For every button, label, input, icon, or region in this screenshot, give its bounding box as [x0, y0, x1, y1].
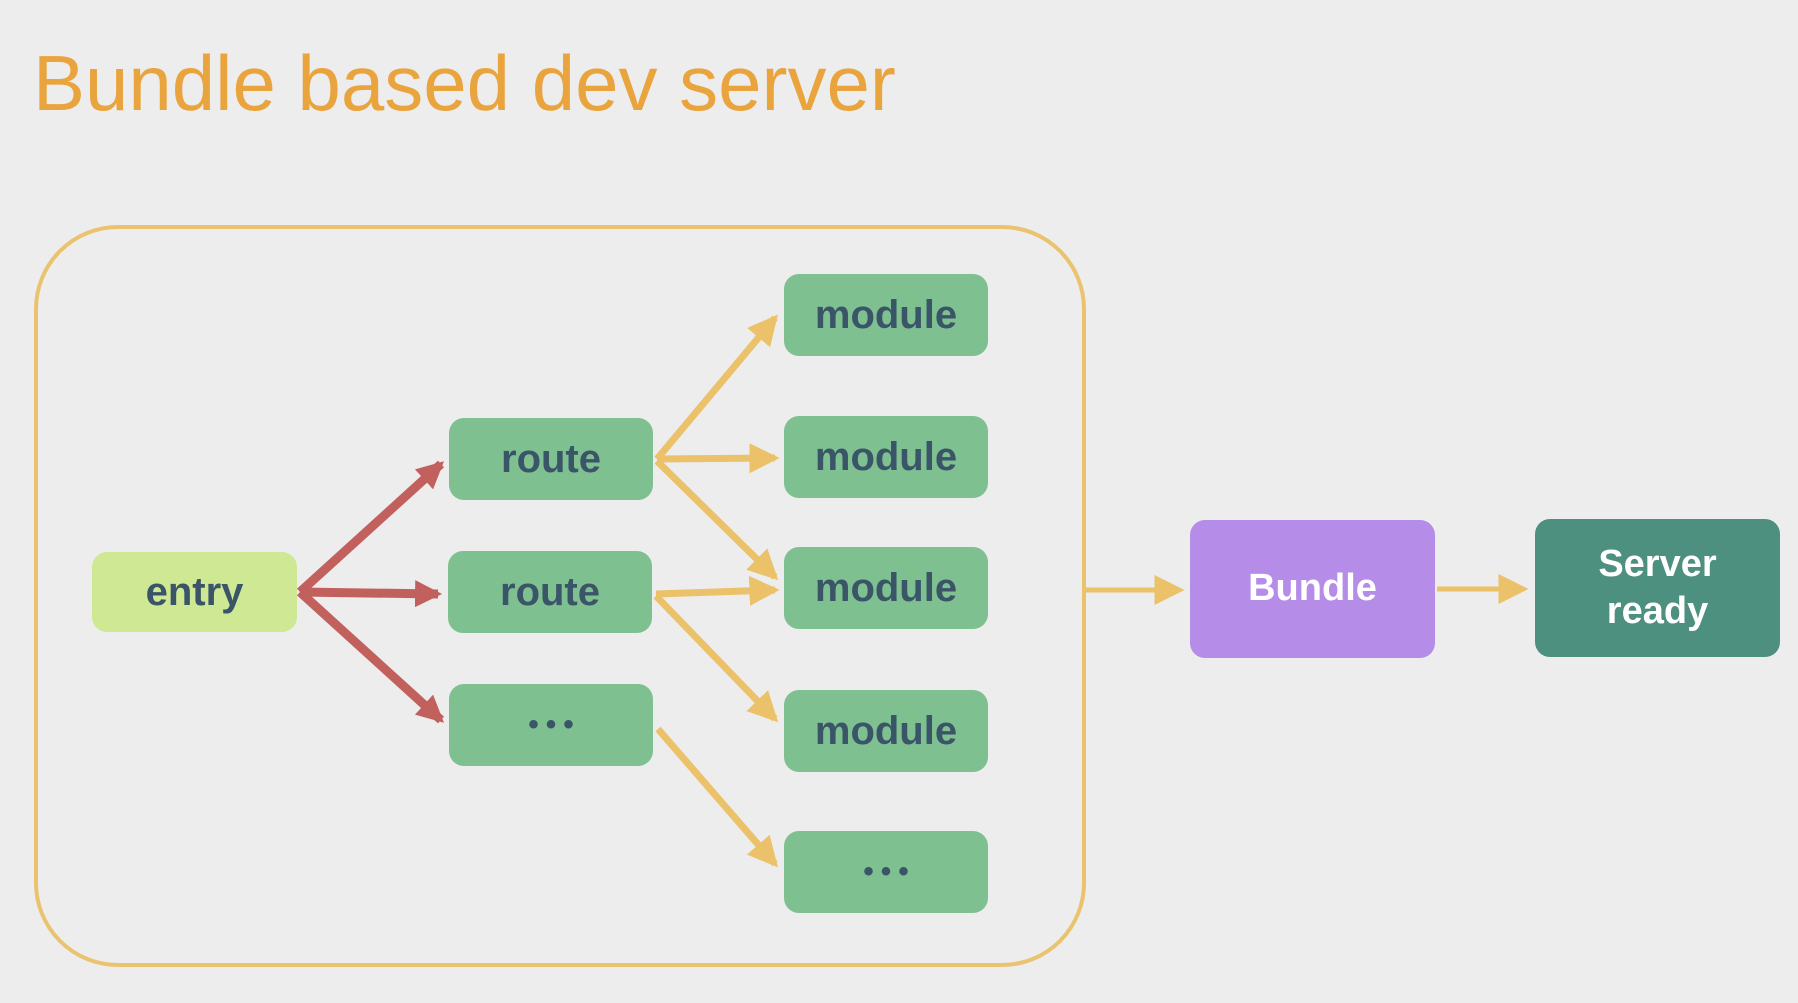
module-node-3-label: module: [814, 565, 958, 610]
entry-node-label: entry: [145, 569, 244, 614]
modules-ellipsis-label: •••: [863, 855, 916, 888]
module-node-1: module: [784, 274, 988, 356]
bundle-node-label: Bundle: [1248, 567, 1377, 610]
server-ready-label-line-1: Server: [1598, 542, 1717, 585]
routes-ellipsis-node: •••: [449, 684, 653, 766]
modules-ellipsis-node: •••: [784, 831, 988, 913]
module-node-4: module: [784, 690, 988, 772]
diagram-title: Bundle based dev server: [33, 39, 896, 127]
server-ready-node: Server ready: [1535, 519, 1780, 657]
entry-node: entry: [92, 552, 297, 632]
server-ready-label-line-2: ready: [1606, 590, 1709, 632]
module-node-4-label: module: [814, 708, 958, 753]
module-node-2: module: [784, 416, 988, 498]
route-node-2: route: [448, 551, 652, 633]
module-node-1-label: module: [814, 292, 958, 337]
route-node-1-label: route: [501, 436, 601, 481]
module-node-2-label: module: [814, 434, 958, 479]
bundle-node: Bundle: [1190, 520, 1435, 658]
route-node-1: route: [449, 418, 653, 500]
module-node-3: module: [784, 547, 988, 629]
routes-ellipsis-label: •••: [528, 708, 581, 741]
dev-server-boundary-box: [34, 225, 1086, 967]
route-node-2-label: route: [500, 569, 600, 614]
